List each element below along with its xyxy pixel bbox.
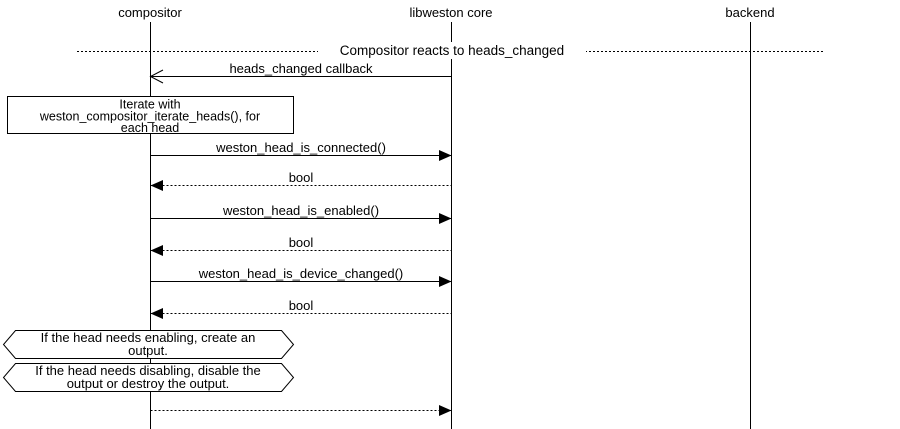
message-label: bool [289, 298, 314, 313]
message-label: bool [289, 170, 314, 185]
condition-enabling: If the head needs enabling, create an ou… [2, 330, 295, 359]
condition-line-2: output. [128, 343, 168, 358]
note-line-3: each head [121, 121, 179, 135]
message-heads-changed-callback: heads_changed callback [149, 61, 452, 84]
condition-disabling: If the head needs disabling, disable the… [2, 363, 295, 392]
condition-hexagon [2, 363, 295, 392]
message-label: weston_head_is_connected() [215, 140, 386, 155]
note-iterate-heads: Iterate with weston_compositor_iterate_h… [7, 96, 294, 135]
message-bool-return-2: bool [150, 235, 452, 256]
condition-line-1: If the head needs disabling, disable the [35, 363, 261, 378]
message-weston-head-is-connected: weston_head_is_connected() [150, 140, 452, 161]
participant-label-libweston-core: libweston core [409, 5, 492, 20]
note-line-2: weston_compositor_iterate_heads(), for [39, 110, 260, 124]
filled-arrowhead-right-icon [439, 150, 452, 161]
title-divider-mask [318, 42, 586, 59]
participant-label-compositor: compositor [118, 5, 182, 20]
participant-label-backend: backend [725, 5, 774, 20]
lifelines [150, 22, 751, 429]
message-weston-head-is-device-changed: weston_head_is_device_changed() [150, 266, 452, 287]
diagram-title: Compositor reacts to heads_changed [340, 43, 564, 58]
filled-arrowhead-left-icon [150, 245, 163, 256]
message-label: heads_changed callback [229, 61, 373, 76]
condition-line-2: output or destroy the output. [67, 376, 230, 391]
filled-arrowhead-right-icon [439, 405, 452, 416]
filled-arrowhead-right-icon [439, 276, 452, 287]
message-bool-return-1: bool [150, 170, 452, 191]
title-divider: Compositor reacts to heads_changed [77, 42, 825, 59]
message-label: weston_head_is_device_changed() [198, 266, 404, 281]
filled-arrowhead-right-icon [439, 213, 452, 224]
message-weston-head-is-enabled: weston_head_is_enabled() [150, 203, 452, 224]
message-label: weston_head_is_enabled() [222, 203, 379, 218]
message-bool-return-3: bool [150, 298, 452, 319]
filled-arrowhead-left-icon [150, 308, 163, 319]
participant-labels: compositor libweston core backend [118, 5, 774, 20]
open-arrowhead-left-icon [149, 69, 164, 84]
filled-arrowhead-left-icon [150, 180, 163, 191]
note-line-1: Iterate with [119, 98, 180, 112]
message-label: bool [289, 235, 314, 250]
message-unlabeled-return-to-core [150, 405, 452, 416]
note-box [7, 96, 294, 134]
condition-hexagon [2, 330, 295, 359]
condition-line-1: If the head needs enabling, create an [41, 330, 256, 345]
